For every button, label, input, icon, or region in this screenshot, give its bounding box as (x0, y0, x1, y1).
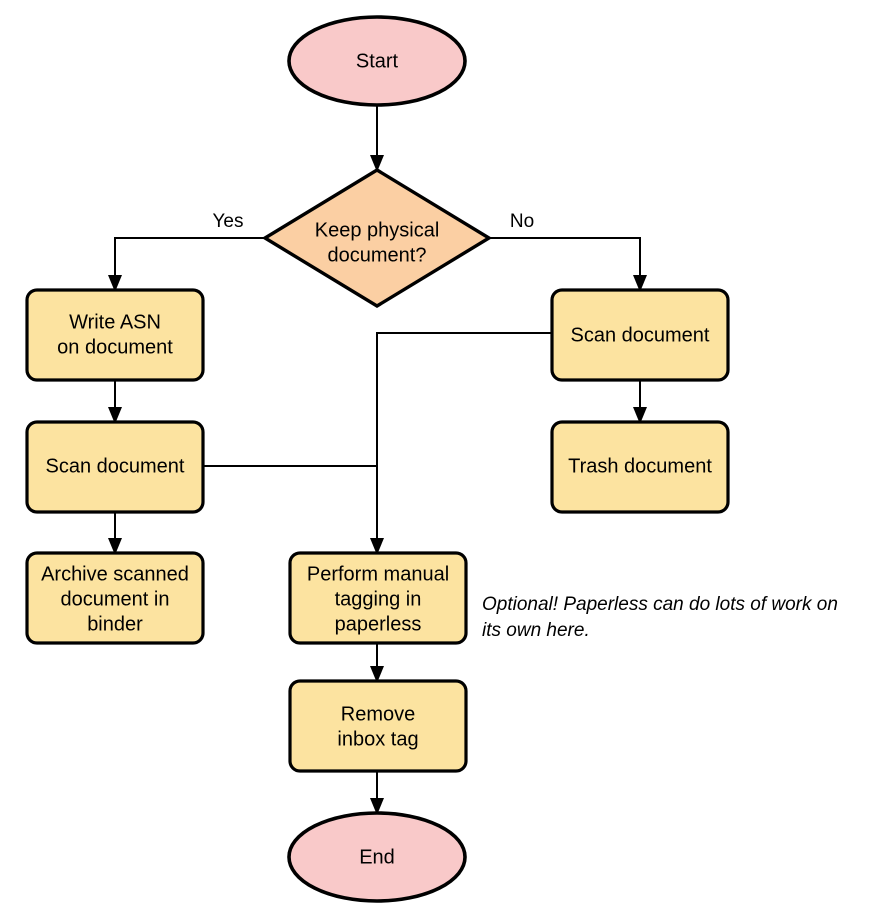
end-label: End (359, 846, 395, 868)
arrowhead-icon (108, 407, 122, 424)
remove-inbox-tag-label-line1: Remove (341, 703, 415, 725)
edge-write-asn-to-scan-left (108, 380, 122, 424)
node-write-asn[interactable]: Write ASN on document (25, 288, 205, 382)
edge-decision-yes-to-write-asn (108, 237, 265, 292)
node-remove-inbox-tag[interactable]: Remove inbox tag (288, 679, 468, 773)
node-end[interactable]: End (287, 811, 467, 903)
manual-tagging-label-line3: paperless (335, 613, 422, 635)
manual-tagging-label-line2: tagging in (335, 588, 422, 610)
manual-tagging-box-shape[interactable] (288, 551, 468, 645)
edge-decision-no-to-scan-right (490, 237, 647, 292)
annotation-note: Optional! Paperless can do lots of work … (482, 594, 838, 641)
edge-scan-right-to-manual-tagging (370, 332, 552, 555)
annotation-line2: its own here. (482, 620, 590, 641)
node-decision-keep-physical-document[interactable]: Keep physical document? (261, 168, 493, 308)
write-asn-label-line2: on document (57, 336, 173, 358)
archive-box-shape[interactable] (25, 551, 205, 645)
arrowhead-icon (633, 407, 647, 424)
node-archive-scanned-document[interactable]: Archive scanned document in binder (25, 551, 205, 645)
edge-scan-right-to-trash (633, 380, 647, 424)
start-ellipse-shape[interactable] (287, 15, 467, 107)
edge-label-yes: Yes (213, 211, 244, 232)
manual-tagging-label-line1: Perform manual (307, 563, 449, 585)
annotation-line1: Optional! Paperless can do lots of work … (482, 594, 838, 615)
decision-diamond-shape[interactable] (261, 168, 493, 308)
node-trash-document[interactable]: Trash document (550, 420, 730, 514)
arrowhead-icon (633, 275, 647, 292)
arrowhead-icon (108, 275, 122, 292)
edge-labels-layer: Yes No (213, 211, 535, 232)
edge-start-to-decision (370, 105, 384, 172)
scan-document-right-label: Scan document (571, 324, 710, 346)
edge-scan-left-to-archive (108, 512, 122, 555)
node-start[interactable]: Start (287, 15, 467, 107)
remove-inbox-tag-box-shape[interactable] (288, 679, 468, 773)
node-scan-document-left[interactable]: Scan document (25, 420, 205, 514)
arrowhead-icon (370, 666, 384, 683)
scan-document-left-box-shape[interactable] (25, 420, 205, 514)
archive-label-line2: document in (61, 588, 170, 610)
decision-label-line1: Keep physical (315, 219, 440, 241)
node-perform-manual-tagging[interactable]: Perform manual tagging in paperless (288, 551, 468, 645)
arrowhead-icon (370, 798, 384, 815)
trash-document-label: Trash document (568, 455, 712, 477)
scan-document-left-label: Scan document (46, 455, 185, 477)
arrowhead-icon (370, 538, 384, 555)
start-label: Start (356, 50, 399, 72)
scan-document-right-box-shape[interactable] (550, 288, 730, 382)
remove-inbox-tag-label-line2: inbox tag (337, 728, 418, 750)
edge-remove-inbox-to-end (370, 771, 384, 815)
end-ellipse-shape[interactable] (287, 811, 467, 903)
edge-label-no: No (510, 211, 534, 232)
write-asn-box-shape[interactable] (25, 288, 205, 382)
node-scan-document-right[interactable]: Scan document (550, 288, 730, 382)
connectors-layer (108, 105, 647, 815)
decision-label-line2: document? (328, 244, 427, 266)
arrowhead-icon (370, 155, 384, 172)
trash-document-box-shape[interactable] (550, 420, 730, 514)
write-asn-label-line1: Write ASN (69, 311, 161, 333)
archive-label-line1: Archive scanned (41, 563, 189, 585)
edge-manual-tagging-to-remove-inbox (370, 643, 384, 683)
archive-label-line3: binder (87, 613, 143, 635)
arrowhead-icon (108, 538, 122, 555)
